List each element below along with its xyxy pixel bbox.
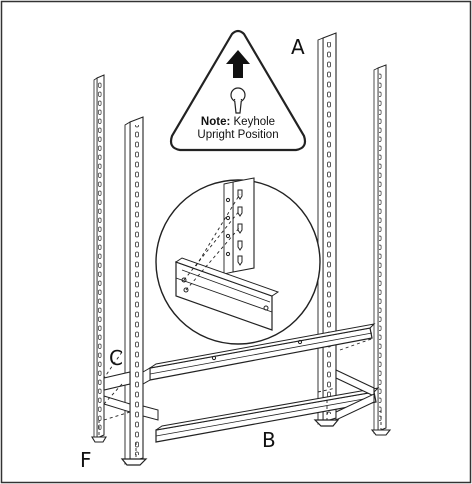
beam-front-left-upper [142,367,151,385]
foot-back-right [370,429,392,436]
beam-lower [155,387,380,443]
note-title: Note: [200,116,231,128]
label-c: C [109,346,123,370]
detail-circle [155,177,321,345]
label-f: F [80,448,92,472]
upright-back-right [370,64,392,436]
note-line-2: Upright Position [197,129,279,141]
upright-front-right [313,32,340,427]
up-arrow-icon [226,50,250,78]
foot-front-right [313,419,340,427]
beam-side-left [103,351,159,421]
foot-back-left [91,436,107,443]
foot-guides [98,400,382,458]
upright-front-left [120,116,148,466]
upright-back-left [93,74,105,441]
warning-note: Note: Keyhole Upright Position [168,116,308,142]
label-a: A [291,35,305,59]
beam-upper [149,323,376,381]
label-b: B [262,428,276,452]
warning-triangle [169,29,307,152]
note-keyhole: Keyhole [233,116,276,128]
foot-front-left [120,458,148,466]
keyhole-icon [230,87,246,114]
note-line-1: Note: Keyhole [168,116,308,129]
beam-side-right [317,337,375,421]
